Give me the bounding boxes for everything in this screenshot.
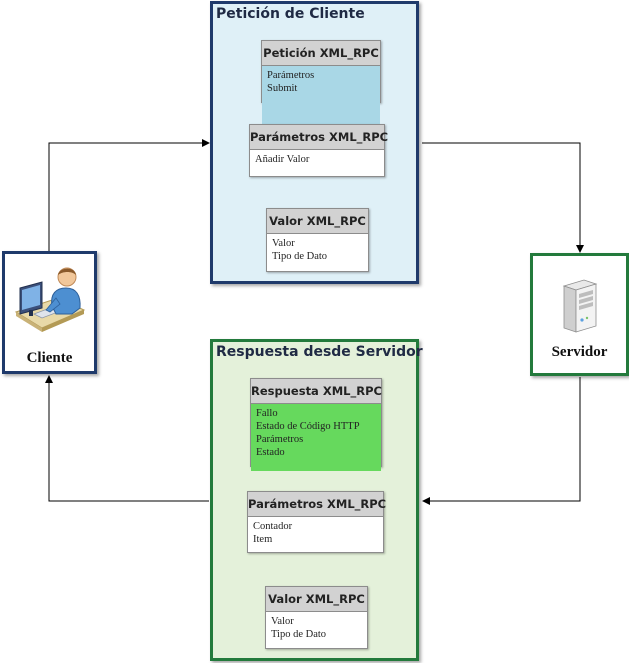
class-box-item: Tipo de Dato (272, 251, 328, 262)
class-box-item: Valor (271, 616, 294, 627)
class-box-item: Estado de Código HTTP (256, 421, 360, 432)
class-box-item: Estado (256, 447, 285, 458)
class-box-item: Item (253, 534, 273, 545)
class-box-title: Parámetros XML_RPC (248, 492, 386, 517)
class-box-body: Valor Tipo de Dato (267, 234, 368, 263)
server-label: Servidor (551, 344, 608, 360)
response-class-box-3: Valor XML_RPC Valor Tipo de Dato (265, 586, 368, 649)
class-box-item: Parámetros (256, 434, 304, 445)
class-box-body: Añadir Valor (250, 150, 384, 166)
request-group-title: Petición de Cliente (216, 6, 365, 22)
class-box-title: Valor XML_RPC (266, 587, 367, 612)
class-box-title: Parámetros XML_RPC (250, 125, 388, 150)
class-box-item: Submit (267, 83, 298, 94)
server-node: Servidor (530, 253, 629, 376)
class-box-title: Respuesta XML_RPC (251, 379, 382, 404)
class-box-item: Parámetros (267, 70, 315, 81)
response-class-box-1: Respuesta XML_RPC Fallo Estado de Código… (250, 378, 382, 471)
class-box-item: Fallo (256, 408, 278, 419)
request-class-box-3: Valor XML_RPC Valor Tipo de Dato (266, 208, 369, 272)
class-box-item: Añadir Valor (255, 154, 310, 165)
client-to-request-arrow (48, 139, 210, 251)
client-node: Cliente (2, 251, 97, 374)
request-class-box-2: Parámetros XML_RPC Añadir Valor (249, 124, 388, 177)
client-label: Cliente (26, 350, 73, 366)
response-to-client-arrow (45, 375, 209, 502)
class-box-body: Contador Item (248, 517, 383, 546)
class-box-title: Petición XML_RPC (262, 41, 380, 66)
class-box-item: Valor (272, 238, 295, 249)
class-box-body: Valor Tipo de Dato (266, 612, 367, 641)
class-box-body: Parámetros Submit (262, 66, 380, 130)
class-box-item: Contador (253, 521, 293, 532)
class-box-body: Fallo Estado de Código HTTP Parámetros E… (251, 404, 381, 471)
user-at-computer-icon (14, 267, 86, 332)
request-class-box-1: Petición XML_RPC Parámetros Submit (261, 40, 381, 130)
server-to-response-arrow (422, 377, 581, 505)
request-to-server-arrow (422, 142, 584, 253)
class-box-item: Tipo de Dato (271, 629, 327, 640)
server-tower-icon (562, 279, 598, 333)
response-class-box-2: Parámetros XML_RPC Contador Item (247, 491, 386, 553)
class-box-title: Valor XML_RPC (267, 209, 368, 234)
response-group-title: Respuesta desde Servidor (216, 344, 423, 360)
